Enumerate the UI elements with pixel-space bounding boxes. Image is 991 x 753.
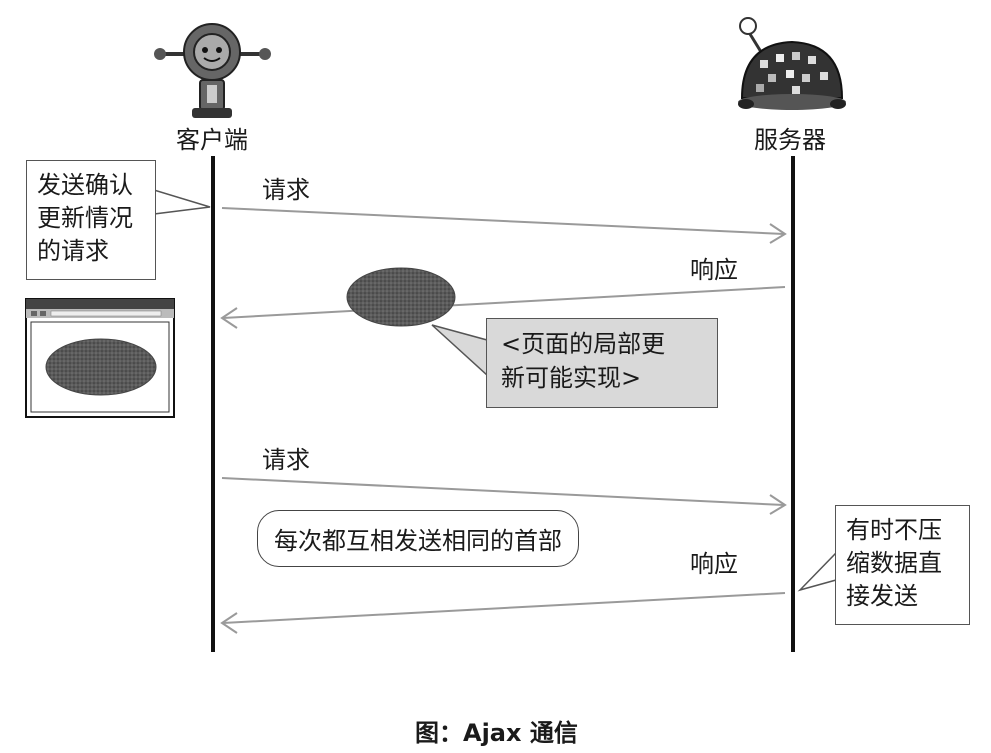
client-note-tail (153, 188, 211, 215)
same-headers-note: 每次都互相发送相同的首部 (257, 510, 579, 567)
partial-update-note: <页面的局部更 新可能实现> (486, 318, 718, 408)
figure-caption: 图：Ajax 通信 (415, 719, 578, 747)
server-robot-icon (738, 17, 846, 110)
server-label: 服务器 (754, 126, 826, 154)
client-request-note-line: 发送确认 (37, 171, 133, 199)
request-label-1: 请求 (262, 176, 310, 204)
robot-icon (154, 23, 271, 118)
uncompressed-note-line: 有时不压 (846, 516, 942, 544)
uncompressed-note-line: 缩数据直 (846, 549, 942, 577)
client-label: 客户端 (176, 126, 248, 154)
browser-window-icon (25, 298, 175, 418)
partial-update-note-line: <页面的局部更 (501, 330, 666, 358)
response-arrow-2 (220, 592, 786, 634)
response-label-1: 响应 (690, 256, 738, 284)
partial-note-tail (431, 324, 488, 377)
uncompressed-note-line: 接发送 (846, 582, 918, 610)
response-arrow-1 (220, 286, 786, 329)
request-arrow-1 (221, 207, 787, 244)
partial-update-note-line: 新可能实现> (501, 364, 642, 392)
request-arrow-2 (221, 477, 787, 515)
server-note-tail (797, 551, 837, 592)
client-request-note: 发送确认 更新情况 的请求 (26, 160, 156, 280)
partial-content-blob (346, 267, 456, 327)
uncompressed-note: 有时不压 缩数据直 接发送 (835, 505, 970, 625)
request-label-2: 请求 (262, 446, 310, 474)
response-label-2: 响应 (690, 550, 738, 578)
client-request-note-line: 更新情况 (37, 204, 133, 232)
client-request-note-line: 的请求 (37, 237, 109, 265)
